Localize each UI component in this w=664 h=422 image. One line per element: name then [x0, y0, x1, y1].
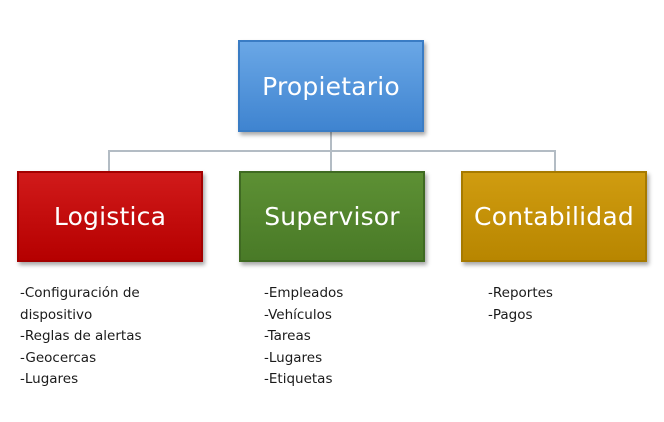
list-item: -Empleados	[264, 285, 344, 301]
list-item: -Reglas de alertas	[20, 328, 142, 344]
connector-contabilidad	[554, 150, 556, 171]
logistica-list: -Configuración de dispositivo -Reglas de…	[20, 283, 142, 391]
list-item: dispositivo	[20, 306, 93, 323]
supervisor-list: -Empleados -Vehículos -Tareas -Lugares -…	[264, 283, 343, 391]
list-item: -Configuración de	[20, 285, 140, 301]
list-item: -Tareas	[264, 328, 311, 344]
node-logistica-label: Logistica	[53, 202, 167, 231]
list-item: -Etiquetas	[264, 371, 333, 387]
connector-logistica	[108, 150, 110, 171]
node-propietario: Propietario	[238, 40, 424, 132]
list-item: -Lugares	[20, 371, 79, 387]
list-item: -Reportes	[488, 285, 553, 301]
node-contabilidad-label: Contabilidad	[474, 202, 634, 231]
node-contabilidad: Contabilidad	[461, 171, 647, 262]
list-item: -Geocercas	[20, 349, 97, 366]
connector-supervisor	[330, 150, 332, 171]
contabilidad-list: -Reportes -Pagos	[488, 283, 553, 326]
node-supervisor-label: Supervisor	[264, 202, 400, 231]
node-propietario-label: Propietario	[262, 71, 400, 101]
node-logistica: Logistica	[17, 171, 203, 262]
list-item: -Vehículos	[264, 306, 332, 323]
list-item: -Pagos	[488, 306, 533, 323]
connector-root-down	[330, 132, 332, 152]
connector-horizontal	[108, 150, 556, 152]
list-item: -Lugares	[264, 349, 323, 366]
node-supervisor: Supervisor	[239, 171, 425, 262]
